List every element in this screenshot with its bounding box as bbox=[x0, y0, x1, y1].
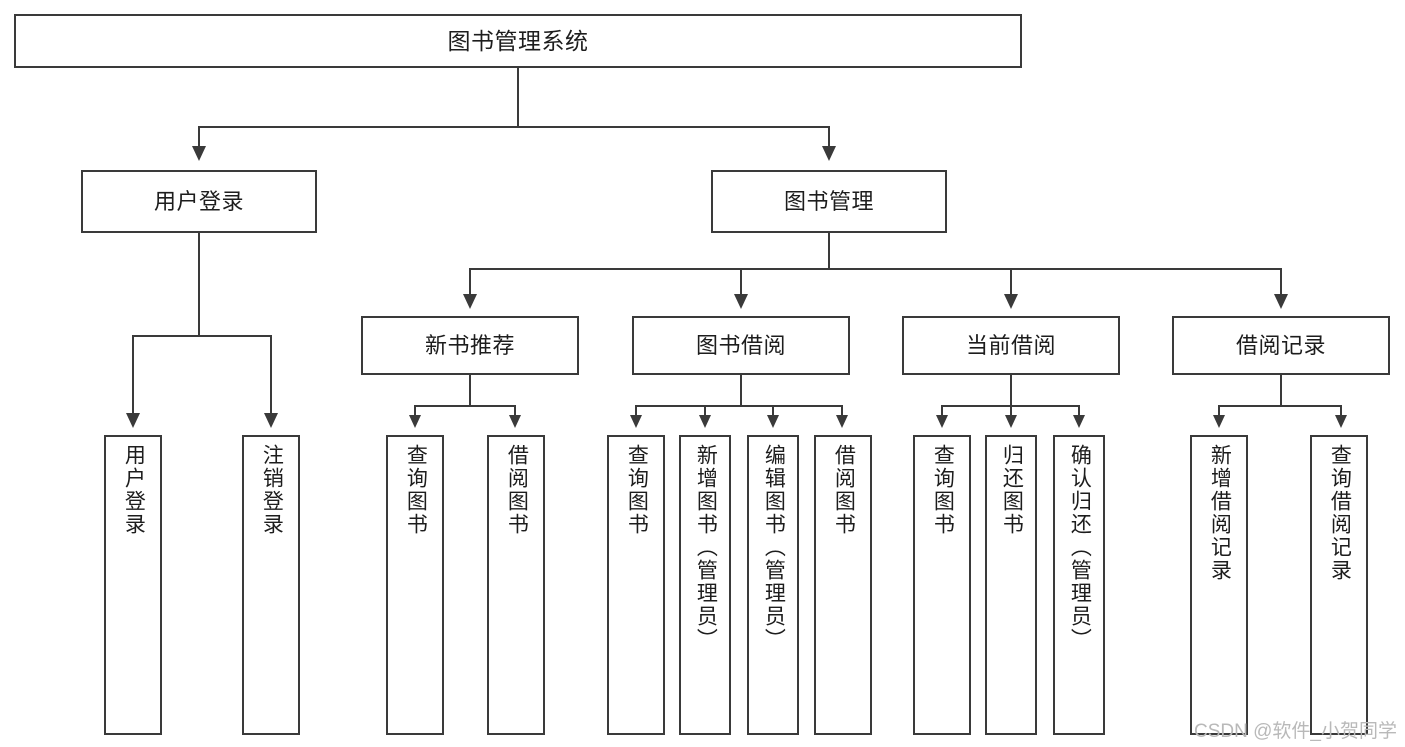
leaf-query-book-borrow[interactable]: 查询图书 bbox=[607, 435, 665, 735]
node-label: 当前借阅 bbox=[965, 332, 1056, 358]
node-book-management[interactable]: 图书管理 bbox=[711, 170, 947, 233]
leaf-label: 确认归还（管理员） bbox=[1068, 444, 1092, 651]
leaf-label: 编辑图书（管理员） bbox=[762, 444, 786, 651]
arrowhead-cb-leaf-1 bbox=[936, 415, 948, 428]
leaf-query-borrow-record[interactable]: 查询借阅记录 bbox=[1310, 435, 1368, 735]
node-label: 图书借阅 bbox=[695, 332, 786, 358]
node-label: 图书管理系统 bbox=[447, 27, 589, 54]
leaf-label: 查询图书 bbox=[931, 444, 955, 536]
arrowhead-bb-leaf-3 bbox=[767, 415, 779, 428]
arrowhead-cb-leaf-2 bbox=[1005, 415, 1017, 428]
arrowhead-br-leaf-2 bbox=[1335, 415, 1347, 428]
arrowhead-to-user-login bbox=[192, 146, 206, 161]
connector-cb-leg-1 bbox=[941, 405, 943, 417]
leaf-borrow-book[interactable]: 借阅图书 bbox=[814, 435, 872, 735]
node-label: 用户登录 bbox=[153, 188, 244, 214]
connector-bb-leg-2 bbox=[704, 405, 706, 417]
connector-user-login-stem bbox=[198, 233, 200, 335]
leaf-add-book-admin[interactable]: 新增图书（管理员） bbox=[679, 435, 731, 735]
node-label: 图书管理 bbox=[783, 188, 874, 214]
node-book-borrow[interactable]: 图书借阅 bbox=[632, 316, 850, 375]
connector-cb-stem bbox=[1010, 375, 1012, 405]
arrowhead-nbr-leaf-2 bbox=[509, 415, 521, 428]
arrowhead-to-current-borrow bbox=[1004, 294, 1018, 309]
arrowhead-nbr-leaf-1 bbox=[409, 415, 421, 428]
arrowhead-to-borrow-record bbox=[1274, 294, 1288, 309]
connector-bb-bus bbox=[635, 405, 842, 407]
connector-root-leg-left bbox=[198, 126, 200, 148]
node-borrow-record[interactable]: 借阅记录 bbox=[1172, 316, 1390, 375]
leaf-query-book-current[interactable]: 查询图书 bbox=[913, 435, 971, 735]
leaf-label: 借阅图书 bbox=[505, 444, 529, 536]
connector-br-leg-1 bbox=[1218, 405, 1220, 417]
connector-bm-leg-3 bbox=[1010, 268, 1012, 296]
leaf-logout[interactable]: 注销登录 bbox=[242, 435, 300, 735]
connector-br-leg-2 bbox=[1340, 405, 1342, 417]
connector-root-bus bbox=[198, 126, 829, 128]
connector-bb-stem bbox=[740, 375, 742, 405]
leaf-label: 查询借阅记录 bbox=[1328, 444, 1352, 582]
connector-nbr-leg-2 bbox=[514, 405, 516, 417]
leaf-add-borrow-record[interactable]: 新增借阅记录 bbox=[1190, 435, 1248, 735]
node-label: 新书推荐 bbox=[424, 332, 515, 358]
connector-user-login-bus bbox=[132, 335, 271, 337]
arrowhead-cb-leaf-3 bbox=[1073, 415, 1085, 428]
connector-bb-leg-4 bbox=[841, 405, 843, 417]
arrowhead-to-book-management bbox=[822, 146, 836, 161]
arrowhead-bb-leaf-4 bbox=[836, 415, 848, 428]
connector-bb-leg-3 bbox=[772, 405, 774, 417]
leaf-return-book[interactable]: 归还图书 bbox=[985, 435, 1037, 735]
connector-root-stem bbox=[517, 68, 519, 126]
connector-user-login-leg-2 bbox=[270, 335, 272, 415]
connector-br-stem bbox=[1280, 375, 1282, 405]
node-current-borrow[interactable]: 当前借阅 bbox=[902, 316, 1120, 375]
connector-nbr-bus bbox=[414, 405, 515, 407]
connector-cb-leg-2 bbox=[1010, 405, 1012, 417]
connector-bm-leg-2 bbox=[740, 268, 742, 296]
csdn-watermark: CSDN @软件_小贺同学 bbox=[1194, 721, 1397, 742]
connector-book-management-bus bbox=[469, 268, 1281, 270]
arrowhead-to-leaf-logout bbox=[264, 413, 278, 428]
leaf-label: 新增借阅记录 bbox=[1208, 444, 1232, 582]
arrowhead-bb-leaf-2 bbox=[699, 415, 711, 428]
connector-nbr-stem bbox=[469, 375, 471, 405]
leaf-label: 注销登录 bbox=[260, 444, 284, 536]
connector-bb-leg-1 bbox=[635, 405, 637, 417]
arrowhead-to-book-borrow bbox=[734, 294, 748, 309]
leaf-label: 查询图书 bbox=[625, 444, 649, 536]
connector-br-bus bbox=[1218, 405, 1342, 407]
node-new-book-recommend[interactable]: 新书推荐 bbox=[361, 316, 579, 375]
leaf-label: 新增图书（管理员） bbox=[694, 444, 718, 651]
leaf-label: 归还图书 bbox=[1000, 444, 1024, 536]
leaf-label: 查询图书 bbox=[404, 444, 428, 536]
connector-user-login-leg-1 bbox=[132, 335, 134, 415]
connector-book-management-stem bbox=[828, 233, 830, 268]
connector-root-leg-right bbox=[828, 126, 830, 148]
connector-cb-leg-3 bbox=[1078, 405, 1080, 417]
node-label: 借阅记录 bbox=[1235, 332, 1326, 358]
arrowhead-bb-leaf-1 bbox=[630, 415, 642, 428]
leaf-label: 用户登录 bbox=[122, 444, 146, 536]
leaf-confirm-return-admin[interactable]: 确认归还（管理员） bbox=[1053, 435, 1105, 735]
leaf-query-book-recommend[interactable]: 查询图书 bbox=[386, 435, 444, 735]
connector-bm-leg-1 bbox=[469, 268, 471, 296]
connector-bm-leg-4 bbox=[1280, 268, 1282, 296]
leaf-user-login[interactable]: 用户登录 bbox=[104, 435, 162, 735]
node-root-book-management-system[interactable]: 图书管理系统 bbox=[14, 14, 1022, 68]
arrowhead-br-leaf-1 bbox=[1213, 415, 1225, 428]
arrowhead-to-leaf-user-login bbox=[126, 413, 140, 428]
node-user-login[interactable]: 用户登录 bbox=[81, 170, 317, 233]
leaf-label: 借阅图书 bbox=[832, 444, 856, 536]
leaf-borrow-book-recommend[interactable]: 借阅图书 bbox=[487, 435, 545, 735]
connector-nbr-leg-1 bbox=[414, 405, 416, 417]
arrowhead-to-new-book-recommend bbox=[463, 294, 477, 309]
leaf-edit-book-admin[interactable]: 编辑图书（管理员） bbox=[747, 435, 799, 735]
